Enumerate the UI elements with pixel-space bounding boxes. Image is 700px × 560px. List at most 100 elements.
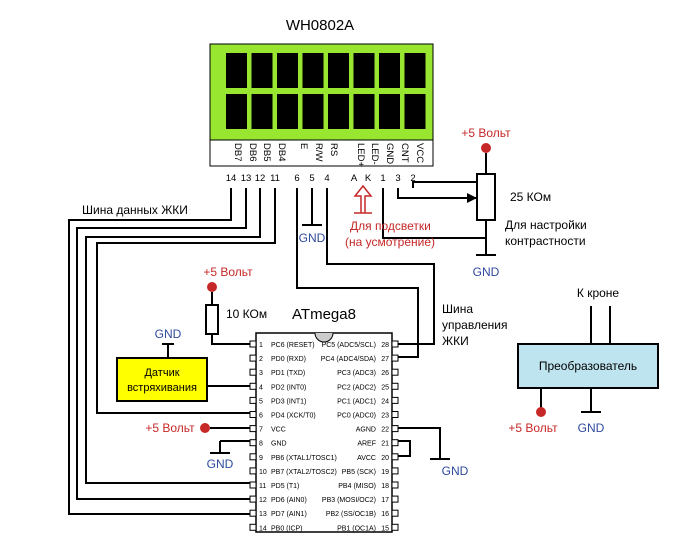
mcu-pin-pad	[249, 439, 257, 447]
mcu-pin-name: PB3 (MOSI/OC2)	[322, 497, 376, 504]
mcu-pin-pad	[391, 495, 399, 503]
lcd-char-cell	[353, 53, 375, 88]
mcu-pin-name: PB2 (SS/OC1B)	[326, 511, 376, 518]
sensor-label-1: Датчик	[144, 367, 179, 379]
lcd-pin-number: K	[365, 173, 372, 184]
resistor-label: 10 КОм	[226, 307, 267, 321]
mcu-pin-name: PC1 (ADC1)	[337, 398, 376, 405]
lcd-pin-name: RS	[328, 143, 339, 156]
mcu-pin-pad	[391, 382, 399, 390]
lcd-pin-name: VCC	[414, 143, 425, 163]
mcu-pin-number: 28	[381, 342, 389, 349]
lcd-char-cell	[328, 94, 349, 129]
mcu-pin-pad	[249, 509, 257, 517]
mcu-pin-name: PC3 (ADC3)	[337, 370, 376, 377]
lcd-character-cells	[226, 53, 426, 129]
mcu-pin-number: 5	[259, 398, 263, 405]
mcu-pin-pad	[391, 509, 399, 517]
mcu-pin-pad	[249, 368, 257, 376]
lcd-char-cell	[404, 94, 426, 129]
lcd-pin-number: A	[351, 173, 358, 184]
wires	[68, 174, 611, 515]
mcu-pin-pad	[391, 523, 399, 531]
lcd-pin-name: DB7	[232, 143, 243, 161]
lcd-char-cell	[404, 53, 426, 88]
mcu-pin-pad	[249, 453, 257, 461]
mcu-pin-pad	[391, 354, 399, 362]
reset-power-label: +5 Вольт	[203, 265, 253, 279]
lcd-pin-number: 14	[226, 173, 237, 184]
mcu-pin-number: 7	[259, 427, 263, 434]
mcu-pin-number: 4	[259, 384, 263, 391]
mcu-pin-pad	[249, 425, 257, 433]
backlight-arrow	[353, 184, 373, 214]
mcu-pin-number: 20	[381, 455, 389, 462]
mcu-pin-pad	[391, 453, 399, 461]
mcu-pin-name: PD2 (INT0)	[271, 384, 306, 391]
lcd-char-cell	[277, 94, 298, 129]
mcu-pin-number: 11	[259, 483, 266, 490]
mcu-pin-name: AREF	[357, 441, 376, 448]
sensor-label-2: встряхивания	[127, 382, 197, 394]
mcu-pin-number: 8	[259, 441, 263, 448]
mcu-pin-number: 1	[259, 342, 263, 349]
lcd-pin-name: DB4	[276, 143, 287, 161]
mcu-pin-number: 14	[259, 525, 267, 532]
mcu-pin-name: PD5 (T1)	[271, 483, 299, 490]
mcu-pin-pad	[249, 340, 257, 348]
mcu-power-label: +5 Вольт	[145, 421, 195, 435]
mcu-pin-name: PB0 (ICP)	[271, 525, 303, 532]
lcd-pin-number: 4	[324, 173, 329, 184]
lcd-pin-number: 12	[255, 173, 266, 184]
mcu-pin-number: 18	[381, 483, 389, 490]
contrast-label-2: контрастности	[505, 234, 586, 248]
lcd-pin-number: 5	[309, 173, 314, 184]
mcu-pin-number: 23	[381, 413, 389, 420]
mcu-pin-number: 3	[259, 370, 263, 377]
mcu-pin-number: 25	[381, 384, 389, 391]
mcu-pin-name: AGND	[356, 427, 376, 434]
mcu-pin-number: 16	[381, 511, 389, 518]
power-terminal-mcu	[200, 423, 210, 433]
mcu-pin-name: PB4 (MISO)	[338, 483, 376, 490]
mcu-pin-pad	[249, 411, 257, 418]
lcd-char-cell	[226, 94, 247, 129]
converter-label: Преобразователь	[539, 359, 637, 373]
pot-gnd-label: GND	[473, 265, 500, 279]
mcu-pin-number: 27	[381, 356, 389, 363]
mcu-pin-number: 19	[381, 469, 389, 476]
agnd-gnd-label: GND	[442, 464, 469, 478]
control-bus-label-2: управления	[442, 318, 507, 332]
mcu-pin-number: 15	[381, 525, 389, 532]
mcu-pin-name: PB7 (XTAL2/TOSC2)	[271, 469, 337, 476]
mcu-pin-pad	[249, 495, 257, 503]
lcd-char-cell	[379, 53, 400, 88]
lcd-char-cell	[226, 53, 247, 88]
mcu-pin-name: PD7 (AIN1)	[271, 511, 307, 518]
mcu-pin-name: PB6 (XTAL1/TOSC1)	[271, 455, 337, 462]
mcu-pin-name: PB1 (OC1A)	[337, 525, 376, 532]
mcu-pin-name: AVCC	[357, 455, 376, 462]
pot-wiper-arrow	[467, 193, 477, 203]
mcu-pin-number: 17	[381, 497, 389, 504]
lcd-char-cell	[302, 53, 324, 88]
converter-power-label: +5 Вольт	[508, 421, 558, 435]
mcu-pin-pad	[249, 467, 257, 475]
converter-gnd-label: GND	[578, 421, 605, 435]
mcu-pin-number: 24	[381, 398, 389, 405]
chip-notch	[314, 332, 334, 343]
mcu-pin-number: 21	[381, 441, 389, 448]
lcd-char-cell	[251, 53, 273, 88]
lcd-pin-name: LED+	[355, 143, 366, 167]
lcd-pin-name: GND	[384, 143, 395, 164]
data-bus-label: Шина данных ЖКИ	[82, 203, 188, 217]
mcu-name: ATmega8	[292, 306, 356, 323]
mcu-pin-pad	[391, 411, 399, 418]
mcu-pin-name: VCC	[271, 427, 286, 434]
resistor-10k	[205, 304, 219, 335]
pot-value-label: 25 КОм	[510, 190, 551, 204]
lcd-pin-number: 1	[380, 173, 385, 184]
mcu-pin-pad	[391, 439, 399, 447]
